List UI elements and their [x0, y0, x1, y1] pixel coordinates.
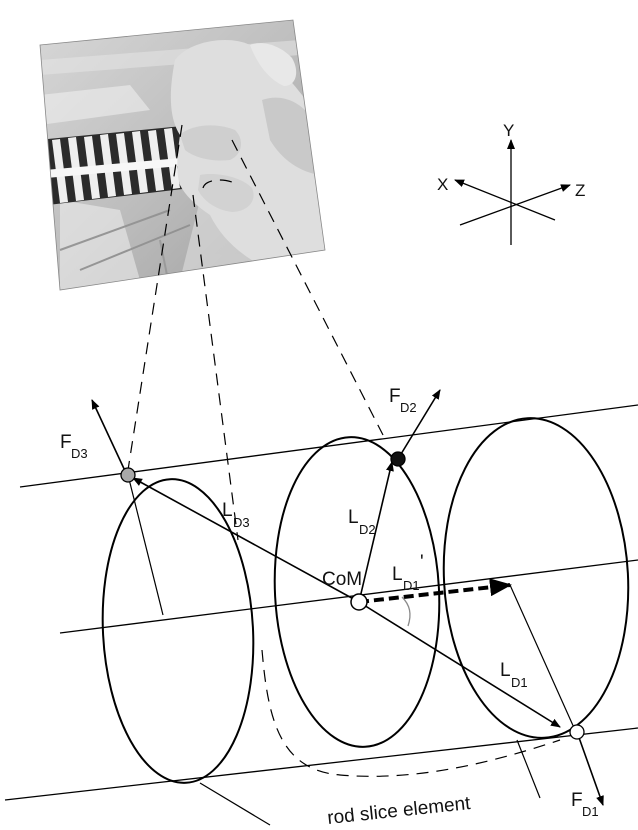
svg-text:F: F [60, 432, 72, 453]
force-f-d2 [397, 389, 441, 460]
vector-l-d3 [132, 477, 360, 603]
svg-text:D1: D1 [511, 675, 528, 690]
rod-cylinder-lines [4, 404, 638, 801]
vector-l-d1-prime [358, 578, 512, 604]
radius-line-left [127, 474, 164, 616]
label-f-d1: F D1 [571, 790, 599, 819]
svg-text:D2: D2 [359, 522, 376, 537]
marker-com [350, 593, 368, 611]
projection-dashed-lines [127, 124, 561, 777]
rod-slice-right [442, 417, 630, 739]
label-com: CoM [322, 569, 362, 590]
vectors [91, 389, 604, 806]
axis-label-x: X [437, 175, 448, 194]
marker-d2 [390, 451, 406, 467]
rod-slice-leaders [199, 739, 541, 826]
svg-text:': ' [420, 552, 424, 573]
rod-slice-middle [273, 436, 441, 748]
vector-l-d1 [358, 601, 561, 728]
z-axis-arrow [459, 184, 571, 226]
rod-bottom-edge [4, 727, 638, 801]
rod-slices [101, 417, 630, 784]
axis-label-z: Z [575, 181, 585, 200]
label-l-d3: L D3 [222, 500, 250, 530]
svg-text:D1: D1 [582, 804, 599, 819]
svg-text:F: F [389, 386, 401, 407]
svg-text:D3: D3 [233, 515, 250, 530]
label-l-d1: L D1 [500, 660, 528, 690]
axis-label-y: Y [503, 121, 514, 140]
svg-text:L: L [348, 507, 359, 528]
hand-rod-photo [39, 19, 326, 291]
force-f-d3 [91, 399, 127, 474]
label-f-d3: F D3 [60, 432, 88, 461]
rod-slice-left [101, 478, 255, 784]
svg-text:L: L [500, 660, 511, 681]
svg-text:L: L [392, 564, 403, 585]
vector-l-d2 [358, 461, 394, 603]
force-f-d1 [576, 731, 604, 806]
radius-line-right [509, 584, 576, 731]
svg-text:D2: D2 [400, 400, 417, 415]
label-l-d2: L D2 [348, 507, 376, 537]
svg-text:D1: D1 [403, 578, 420, 593]
angle-arc [401, 596, 411, 627]
marker-d1 [569, 724, 585, 740]
svg-text:D3: D3 [71, 446, 88, 461]
label-f-d2: F D2 [389, 386, 417, 415]
x-axis-arrow [454, 179, 556, 221]
svg-text:F: F [571, 790, 583, 811]
svg-text:L: L [222, 500, 233, 521]
marker-d3 [120, 467, 136, 483]
label-rod-slice-element: rod slice element [326, 793, 472, 829]
label-l-d1-prime: L D1 ' [392, 552, 424, 593]
coordinate-axes [454, 139, 571, 245]
